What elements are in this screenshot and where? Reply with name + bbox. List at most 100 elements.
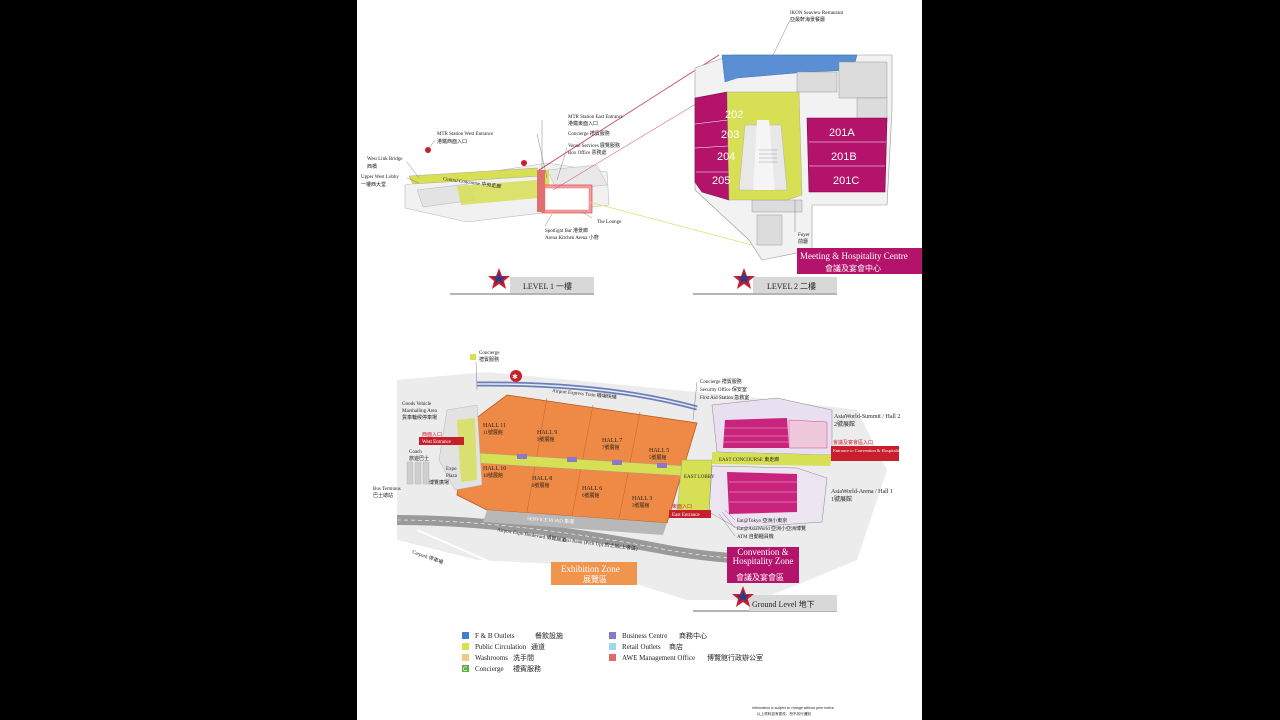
hall-6-zh: 6號展館 — [582, 492, 600, 499]
legend-swatch-concierge — [462, 665, 469, 672]
label-ikon-zh: 亞最軒海景餐廳 — [790, 16, 825, 23]
label-eat-tokyo: Eat@Tokyo 亞洲小東京 — [737, 517, 787, 524]
level1-map: MTR Station West Entrance 港鐵西面入口 West Li… — [361, 115, 624, 295]
room-201c: 201C — [833, 175, 859, 187]
legend-awe: AWE Management Office — [622, 654, 695, 662]
legend-swatch-retail — [609, 643, 616, 650]
hall-9: HALL 9 — [537, 430, 557, 436]
convention-zone-label: Convention & Hospitality Zone — [732, 548, 794, 566]
ground-title: Ground Level 地下 — [752, 599, 815, 609]
label-mtr-east: MTR Station East Entrance — [568, 115, 624, 120]
label-east-concourse: EAST CONCOURSE 東走廊 — [719, 456, 779, 463]
legend-business: Business Centre — [622, 632, 667, 640]
footnote: Information is subject to change without… — [752, 706, 834, 710]
label-eat-asia: Eat@AsiaWorld 亞洲小亞洲博覽 — [737, 525, 806, 532]
floor-plan-page: MTR Station West Entrance 港鐵西面入口 West Li… — [357, 0, 922, 720]
room-203: 203 — [721, 129, 739, 141]
legend-washrooms-zh: 洗手間 — [513, 653, 534, 662]
hall-5: HALL 5 — [649, 448, 669, 454]
label-bus: Bus Terminus — [373, 487, 401, 492]
hall-11-zh: 11號展館 — [483, 429, 503, 436]
label-foyer: Foyer — [798, 233, 810, 238]
label-spotlight-bar: Spotlight Bar 港景廊 — [545, 227, 588, 234]
legend-swatch-washrooms — [462, 654, 469, 661]
rooms-201 — [806, 117, 888, 193]
legend-fb-zh: 餐飲設施 — [535, 631, 563, 640]
room-204: 204 — [717, 151, 735, 163]
level1-title: LEVEL 1 一樓 — [523, 281, 572, 291]
label-service-road: SERVICE ROAD 車道 — [527, 515, 574, 525]
footnote-zh: 以上資料如有更改，恕不另行通知 — [757, 711, 811, 716]
label-goods-2: Marshalling Area — [402, 409, 438, 414]
hall-7-zh: 7號展館 — [602, 444, 620, 451]
legend: F & B Outlets 餐飲設施 Public Circulation 通道… — [462, 631, 763, 673]
legend-swatch-awe — [609, 654, 616, 661]
label-west-entrance-zh: 西面入口 — [422, 432, 442, 438]
hall-8-zh: 8號展館 — [532, 482, 550, 489]
legend-swatch-fb — [462, 632, 469, 639]
label-concierge-east: Concierge 禮賓服務 — [700, 378, 742, 385]
venue-map: MTR Station West Entrance 港鐵西面入口 West Li… — [361, 11, 922, 716]
room-205: 205 — [712, 175, 730, 187]
label-security: Security Office 保安室 — [700, 386, 747, 393]
label-atm: ATM 自動櫃員機 — [737, 533, 774, 540]
ground-level-map: ✱ — [373, 351, 912, 612]
hall-3-zh: 3號展館 — [632, 502, 650, 509]
label-convention-entrance-zh: 會議及宴會區入口 — [833, 439, 873, 446]
label-hall1-zh: 1號展館 — [831, 495, 852, 503]
hall-9-zh: 9號展館 — [537, 436, 555, 443]
east-lobby-label: EAST LOBBY — [684, 475, 715, 480]
legend-concierge-zh: 禮賓服務 — [513, 664, 541, 673]
label-coach-zh: 旅遊巴士 — [409, 455, 429, 462]
label-upper-west-zh: 一樓西大堂 — [361, 181, 386, 188]
label-concierge-l1: Concierge 禮賓服務 — [568, 130, 610, 137]
hall-8: HALL 8 — [532, 476, 552, 482]
label-ikon: IKON Seaview Restaurant — [790, 11, 844, 16]
label-goods-1: Goods Vehicle — [402, 402, 432, 407]
hall-7: HALL 7 — [602, 438, 622, 444]
label-west-link: West Link Bridge — [367, 157, 403, 162]
hall-10: HALL 10 — [483, 466, 506, 472]
legend-circulation: Public Circulation — [475, 643, 527, 651]
legend-circulation-zh: 通道 — [531, 642, 545, 651]
hall-6: HALL 6 — [582, 486, 602, 492]
exhibition-zone-label-zh: 展覽區 — [583, 574, 607, 584]
label-convention-entrance: Entrance to Convention & Hospitality Zon… — [833, 448, 912, 453]
label-east-entrance-zh: 東面入口 — [672, 503, 692, 510]
hall-3: HALL 3 — [632, 496, 652, 502]
label-expo-3: 博覽廣場 — [429, 479, 449, 486]
label-box-office: Box Office 票務處 — [568, 149, 607, 156]
east-entrance-box — [669, 510, 711, 518]
convention-zone-box — [727, 547, 799, 583]
label-expo-1: Expo — [446, 467, 457, 472]
mtr-ground-icon — [510, 370, 522, 382]
legend-swatch-circulation — [462, 643, 469, 650]
label-mtr-east-zh: 港鐵東面入口 — [568, 120, 598, 127]
legend-swatch-business — [609, 632, 616, 639]
label-bus-zh: 巴士總站 — [373, 492, 393, 499]
label-east-entrance: East Entrance — [672, 513, 700, 518]
label-coach: Coach — [409, 450, 422, 455]
label-upper-west: Upper West Lobby — [361, 175, 399, 180]
mhc-label-box — [797, 248, 922, 274]
svg-text:C: C — [463, 667, 468, 673]
room-201a: 201A — [829, 127, 855, 139]
mhc-label: Meeting & Hospitality Centre — [800, 251, 908, 261]
west-entrance-box — [419, 437, 464, 445]
mhc-label-zh: 會議及宴會中心 — [825, 263, 881, 273]
label-mtr-west-zh: 港鐵西面入口 — [437, 138, 467, 145]
label-arena-kitchen: Arena Kitchen Arena 小廚 — [545, 234, 599, 241]
label-concierge-top-zh: 禮賓服務 — [479, 356, 499, 363]
label-west-entrance: West Entrance — [422, 440, 452, 445]
label-first-aid: First Aid Station 急救室 — [700, 394, 749, 401]
level2-map: 202 203 204 205 201A 201B 201C IKON Seav… — [693, 11, 922, 295]
hall-5-zh: 5號展館 — [649, 454, 667, 461]
label-west-link-zh: 西橋 — [367, 163, 377, 170]
label-concierge-top: Concierge — [479, 351, 500, 356]
level2-title: LEVEL 2 二樓 — [767, 281, 816, 291]
exhibition-zone-label: Exhibition Zone — [561, 564, 620, 574]
label-goods-3: 貨車輪候停車場 — [402, 414, 437, 421]
label-mtr-west: MTR Station West Entrance — [437, 132, 494, 137]
hall-10-zh: 10號展館 — [483, 472, 503, 479]
hall-11: HALL 11 — [483, 423, 506, 429]
